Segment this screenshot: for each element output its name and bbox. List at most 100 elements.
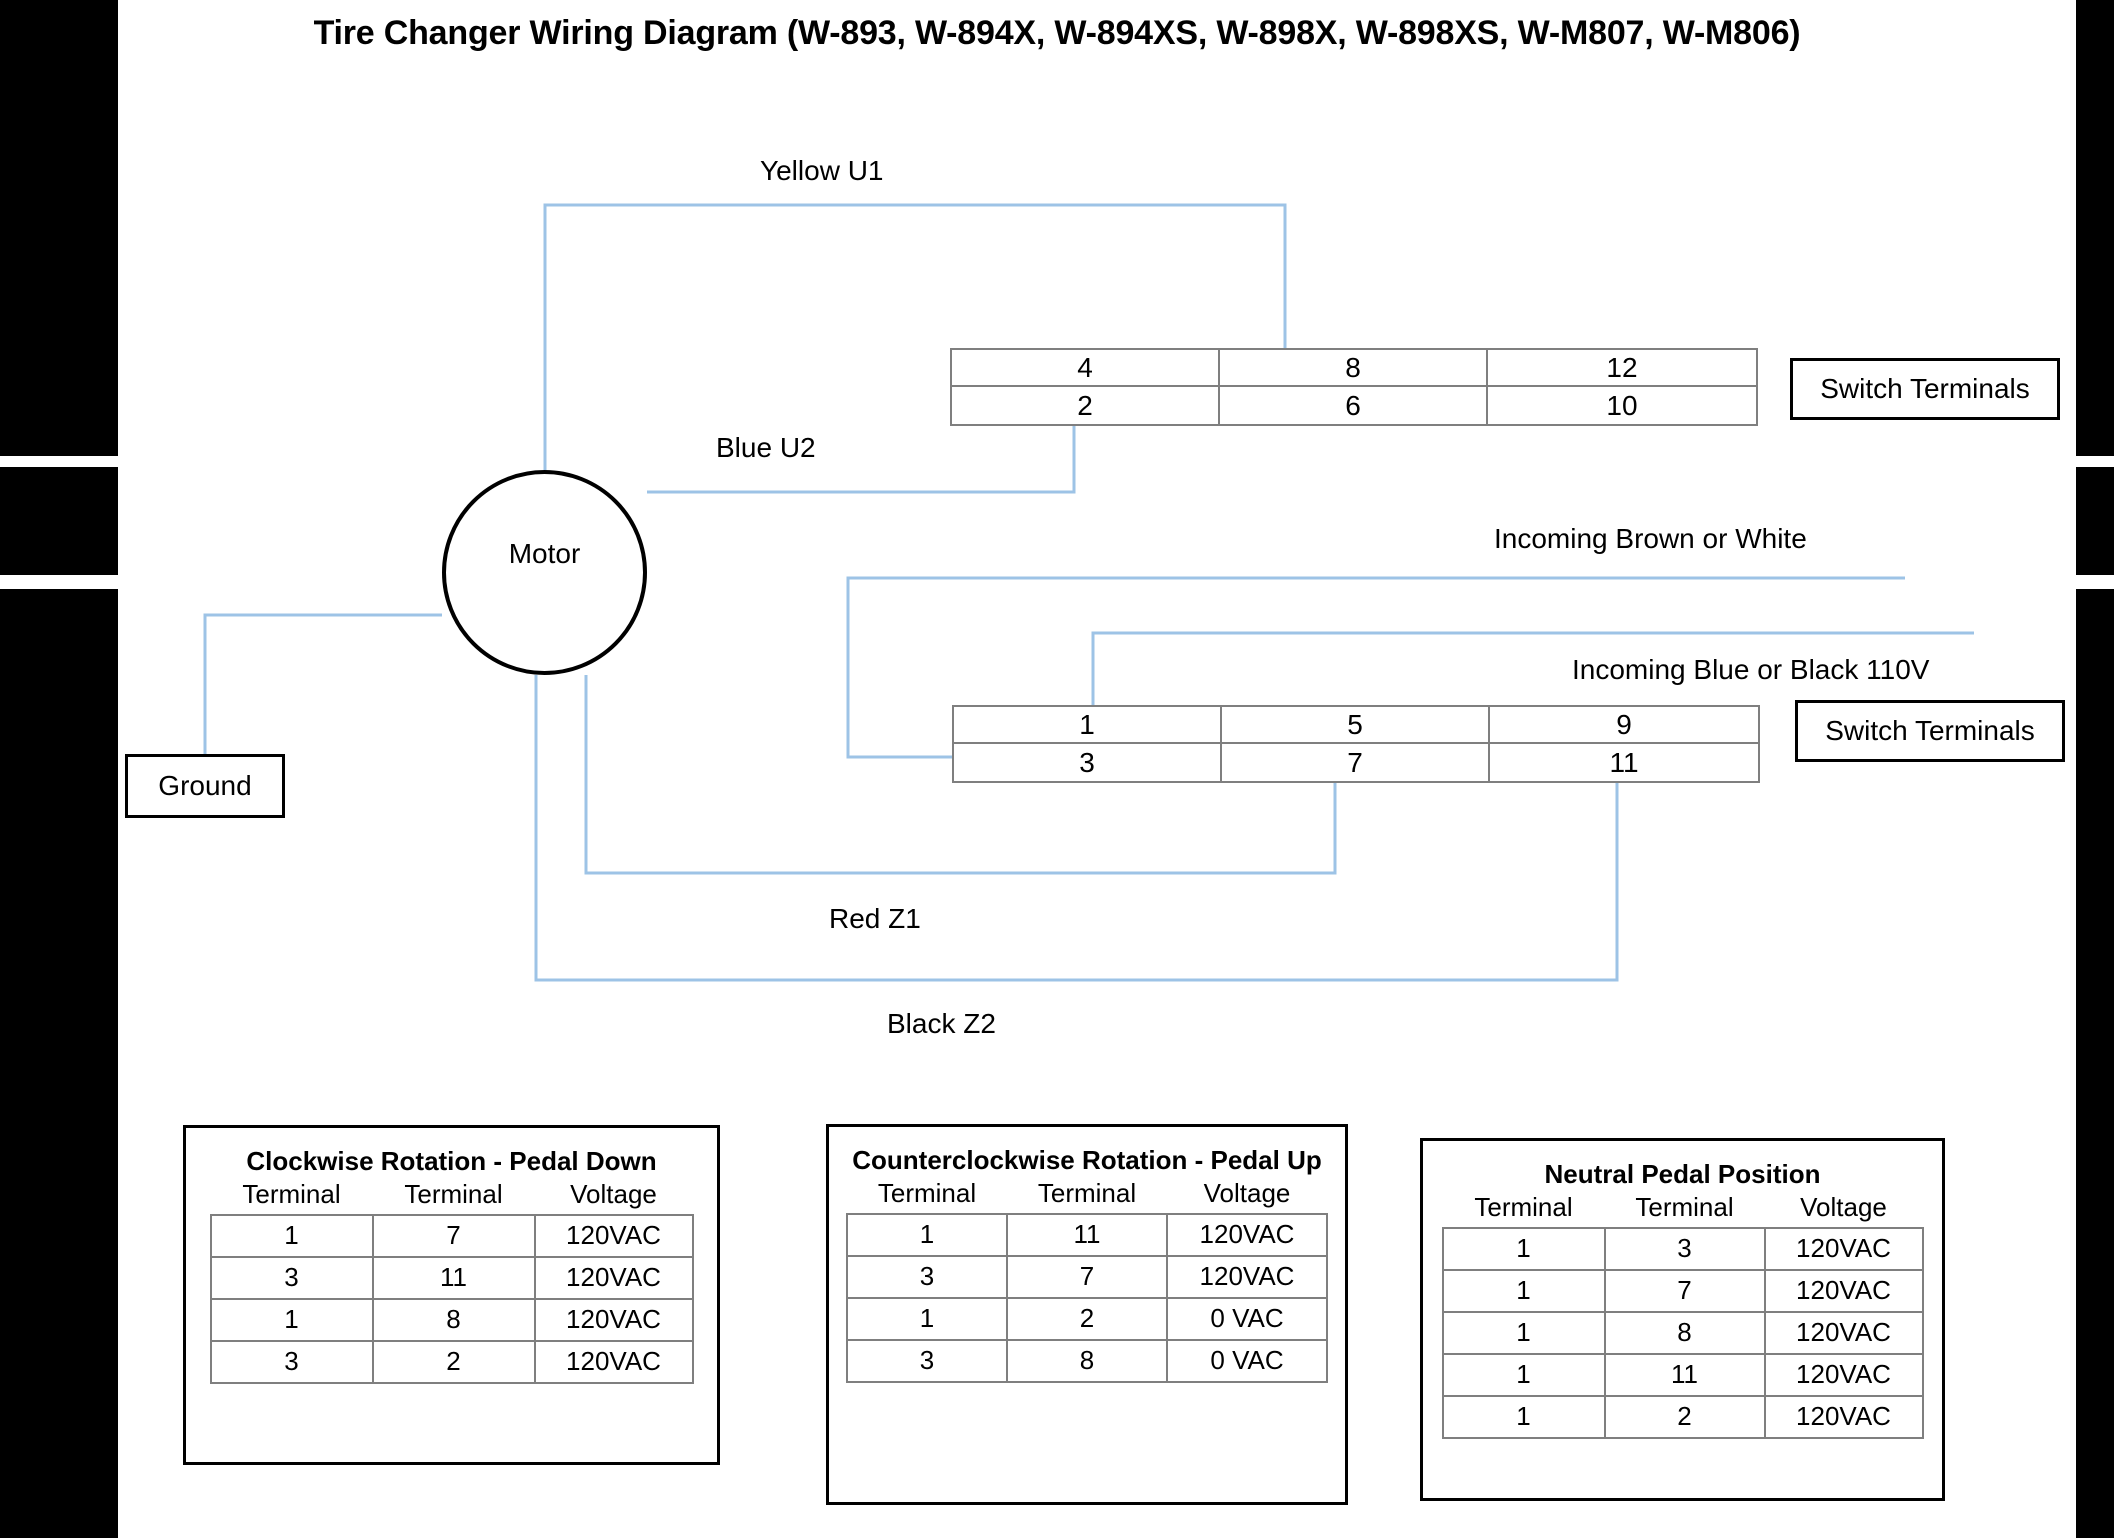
ground-label: Ground xyxy=(158,770,252,801)
table-cell: 11 xyxy=(1603,1352,1766,1397)
table-header-row: Terminal Terminal Voltage xyxy=(847,1176,1327,1214)
motor-label: Motor xyxy=(508,538,581,569)
terminal-cell: 11 xyxy=(1609,746,1639,778)
terminal-cell: 9 xyxy=(1490,707,1758,744)
table-cell: 2 xyxy=(1603,1394,1766,1439)
table-cell: 1 xyxy=(846,1212,1008,1257)
table-cell: 120VAC xyxy=(533,1339,694,1384)
table-row: 3 11 120VAC xyxy=(209,1255,694,1300)
wire-label-blue-u2: Blue U2 xyxy=(716,432,816,463)
panel-counterclockwise: Counterclockwise Rotation - Pedal Up Ter… xyxy=(826,1124,1348,1505)
panel-neutral-title: Neutral Pedal Position xyxy=(1544,1159,1821,1189)
column-header: Terminal xyxy=(404,1178,503,1209)
switch-terminals-top-caption: Switch Terminals xyxy=(1820,373,2030,404)
table-cell: 3 xyxy=(846,1338,1008,1383)
wire-label-incoming-brown-white: Incoming Brown or White xyxy=(1494,523,1807,554)
terminal-cell: 3 xyxy=(954,744,1222,781)
table-row: 1 2 120VAC xyxy=(1441,1394,1924,1439)
table-cell: 120VAC xyxy=(1763,1268,1924,1313)
table-row: 1 8 120VAC xyxy=(209,1297,694,1342)
panel-neutral: Neutral Pedal Position Terminal Terminal… xyxy=(1420,1138,1945,1501)
table-row: 3 7 120VAC xyxy=(846,1254,1328,1299)
wire-incoming-blue-black-path xyxy=(1091,631,1974,705)
switch-terminals-bottom-caption: Switch Terminals xyxy=(1825,715,2035,746)
table-row: 1 7 120VAC xyxy=(209,1213,694,1258)
table-cell: 3 xyxy=(1603,1226,1766,1271)
table-cell: 1 xyxy=(209,1213,374,1258)
terminal-cell: 1 xyxy=(954,707,1222,744)
wire-label-red-z1: Red Z1 xyxy=(829,903,921,934)
table-cell: 3 xyxy=(846,1254,1008,1299)
wire-label-yellow-u1: Yellow U1 xyxy=(760,155,884,186)
terminal-cell: 8 xyxy=(1220,350,1488,387)
table-cell: 1 xyxy=(1441,1226,1606,1271)
edge-bar-left-middle xyxy=(0,467,118,575)
table-row: 1 8 120VAC xyxy=(1441,1310,1924,1355)
edge-bar-right-middle xyxy=(2076,467,2114,575)
table-header-row: Terminal Terminal Voltage xyxy=(1443,1190,1923,1228)
table-cell: 8 xyxy=(1006,1338,1168,1383)
switch-terminals-top-caption-box: Switch Terminals xyxy=(1790,358,2060,420)
table-row: 1 11 120VAC xyxy=(846,1212,1328,1257)
ground-box: Ground xyxy=(125,754,285,818)
column-header: Terminal xyxy=(877,1177,977,1208)
wire-red-z1-path xyxy=(584,675,1337,875)
column-header: Terminal xyxy=(1037,1177,1137,1208)
column-header: Terminal xyxy=(242,1178,341,1209)
table-cell: 1 xyxy=(1441,1352,1606,1397)
table-cell: 1 xyxy=(1441,1310,1606,1355)
wire-yellow-u1-path xyxy=(543,203,1287,470)
panel-counterclockwise-table: Terminal Terminal Voltage 1 11 120VAC 3 … xyxy=(846,1176,1328,1383)
table-cell: 120VAC xyxy=(1166,1212,1328,1257)
table-row: 1 7 120VAC xyxy=(1441,1268,1924,1313)
table-cell: 120VAC xyxy=(1763,1352,1924,1397)
column-header: Voltage xyxy=(1800,1191,1887,1222)
table-cell: 8 xyxy=(371,1297,536,1342)
wire-blue-u2-path xyxy=(647,420,1076,494)
panel-clockwise-table: Terminal Terminal Voltage 1 7 120VAC 3 1… xyxy=(209,1177,694,1384)
table-cell: 1 xyxy=(209,1297,374,1342)
terminal-cell: 7 xyxy=(1222,744,1490,781)
edge-bar-right-bottom xyxy=(2076,589,2114,1538)
table-cell: 11 xyxy=(1006,1212,1168,1257)
table-header-row: Terminal Terminal Voltage xyxy=(211,1177,693,1215)
edge-bar-left-top xyxy=(0,0,118,456)
terminal-cell: 5 xyxy=(1222,707,1490,744)
panel-clockwise: Clockwise Rotation - Pedal Down Terminal… xyxy=(183,1125,720,1465)
terminal-cell: 10 xyxy=(1606,389,1638,421)
table-cell: 3 xyxy=(209,1339,374,1384)
terminal-cell: 6 xyxy=(1220,387,1488,424)
edge-bar-right-top xyxy=(2076,0,2114,456)
table-cell: 120VAC xyxy=(1763,1310,1924,1355)
table-cell: 120VAC xyxy=(533,1213,694,1258)
switch-terminals-top-grid: 4 8 12 2 6 10 xyxy=(950,348,1758,426)
table-row: 3 2 120VAC xyxy=(209,1339,694,1384)
table-cell: 3 xyxy=(209,1255,374,1300)
table-cell: 1 xyxy=(1441,1394,1606,1439)
edge-bar-left-bottom xyxy=(0,589,118,1538)
table-cell: 1 xyxy=(1441,1268,1606,1313)
panel-clockwise-title: Clockwise Rotation - Pedal Down xyxy=(246,1146,657,1176)
panel-neutral-table: Terminal Terminal Voltage 1 3 120VAC 1 7… xyxy=(1441,1190,1924,1439)
table-cell: 8 xyxy=(1603,1310,1766,1355)
table-cell: 0 VAC xyxy=(1166,1296,1328,1341)
table-cell: 11 xyxy=(371,1255,536,1300)
table-cell: 7 xyxy=(1006,1254,1168,1299)
table-row: 1 2 0 VAC xyxy=(846,1296,1328,1341)
column-header: Terminal xyxy=(1474,1191,1573,1222)
column-header: Terminal xyxy=(1635,1191,1734,1222)
table-cell: 2 xyxy=(371,1339,536,1384)
table-row: 1 3 120VAC xyxy=(1441,1226,1924,1271)
panel-counterclockwise-title: Counterclockwise Rotation - Pedal Up xyxy=(852,1145,1322,1175)
terminal-cell: 2 xyxy=(952,387,1220,424)
wire-label-incoming-blue-black: Incoming Blue or Black 110V xyxy=(1572,654,1930,685)
table-cell: 120VAC xyxy=(533,1297,694,1342)
wire-incoming-brown-white-path xyxy=(846,576,1905,759)
terminal-cell: 12 xyxy=(1488,350,1756,387)
wire-label-black-z2: Black Z2 xyxy=(887,1008,996,1039)
page-title: Tire Changer Wiring Diagram (W-893, W-89… xyxy=(313,14,1801,52)
column-header: Voltage xyxy=(570,1178,657,1209)
table-cell: 0 VAC xyxy=(1166,1338,1328,1383)
table-cell: 120VAC xyxy=(1763,1226,1924,1271)
